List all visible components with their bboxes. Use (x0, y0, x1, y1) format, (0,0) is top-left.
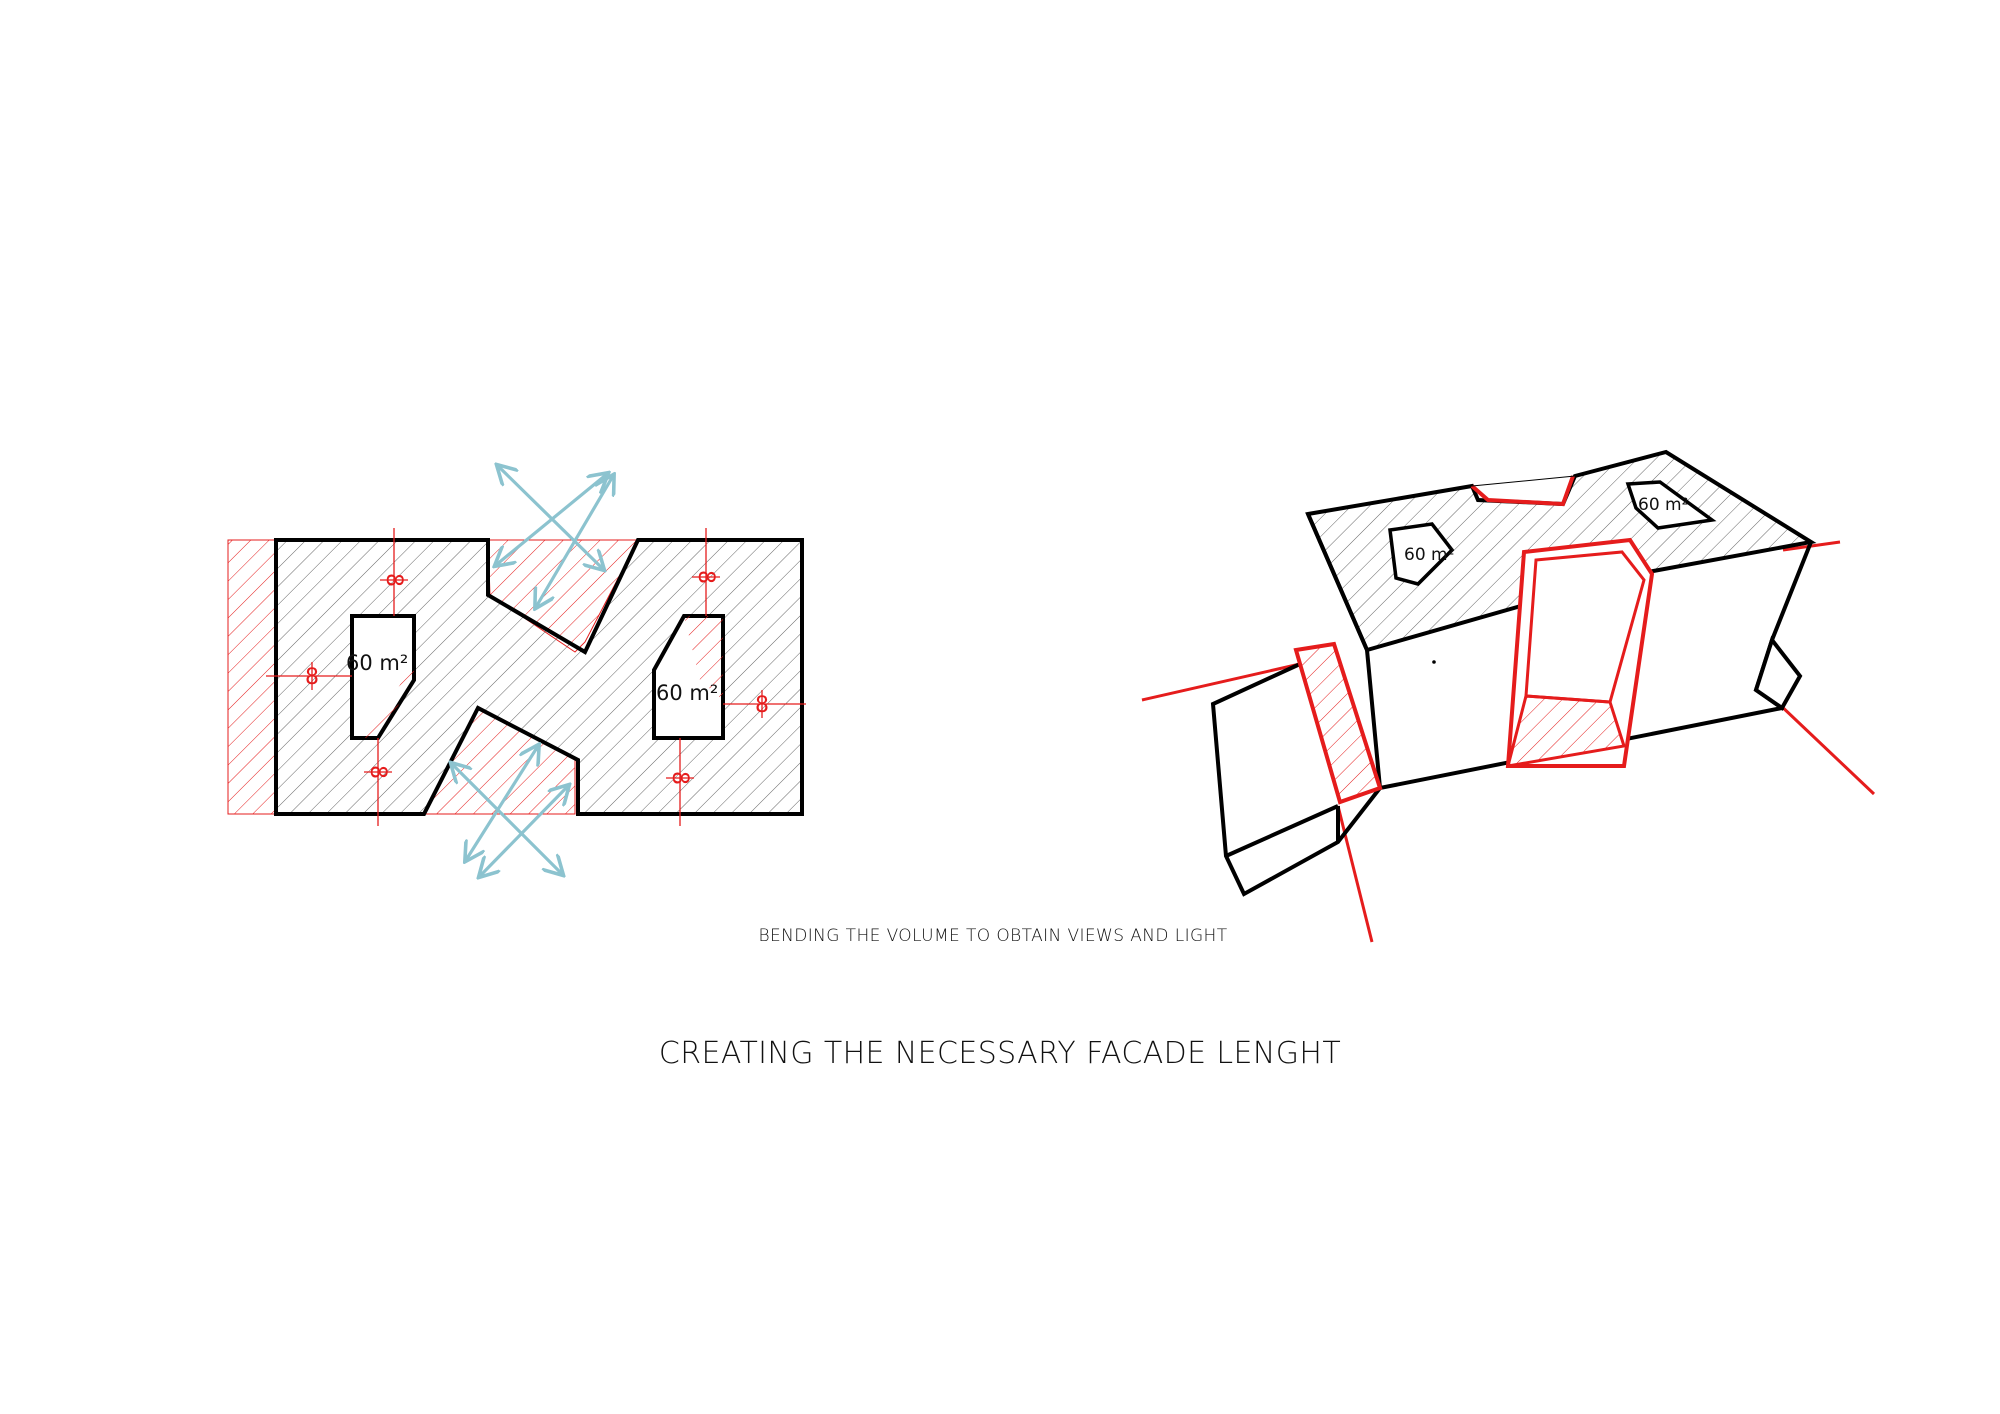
axon-left-roof-edge (1306, 513, 1369, 651)
plan-dim-right: 8 (755, 693, 769, 718)
plan-patio-right-area: 60 m² (656, 681, 718, 705)
axon-roof-guide-top (1471, 475, 1576, 487)
view-arrows-bottom (452, 746, 568, 876)
plan-volume-outline (274, 538, 804, 816)
axon-red-courtyard-floor (1505, 694, 1626, 768)
axon-low-volume-edge (1225, 804, 1339, 858)
diagram-title: CREATING THE NECESSARY FACADE LENGHT (658, 1036, 1342, 1071)
plan-patio-left-area: 60 m² (346, 651, 408, 675)
plan-dim-top-right: 8 (693, 570, 718, 584)
axon-red-site-lines (1141, 540, 1876, 943)
axon-roof-red-cut (1470, 475, 1575, 507)
axon-low-volume (1213, 664, 1338, 894)
plan-diagram: 60 m² 60 m² 8 8 8 8 8 8 (227, 466, 806, 876)
plan-dim-left: 8 (305, 665, 319, 690)
plan-dim-bottom-left: 8 (365, 765, 390, 779)
axon-center-dot (1432, 660, 1436, 664)
plan-patio-left-red (360, 660, 414, 738)
view-arrows-top (496, 466, 613, 607)
plan-dim-bottom-right: 8 (667, 771, 692, 785)
axon-side-notch (1753, 635, 1803, 711)
axon-red-facade-left (1293, 641, 1383, 805)
axon-roof-patio-right (1625, 480, 1717, 530)
plan-red-strip-left (227, 539, 277, 815)
axon-low-volume-outline (1210, 662, 1382, 897)
diagram-subtitle: BENDING THE VOLUME TO OBTAIN VIEWS AND L… (758, 926, 1228, 946)
axonometric-diagram: 60 m² 60 m² (1141, 449, 1876, 943)
plan-dimensions (266, 528, 806, 826)
plan-patio-right-red (684, 616, 723, 700)
axon-patio-right-area: 60 m² (1638, 495, 1688, 515)
axon-roof-patio-left (1388, 522, 1455, 586)
plan-dim-top-left: 8 (381, 573, 406, 587)
axon-patio-left-area: 60 m² (1404, 545, 1454, 565)
axon-red-courtyard-inner (1524, 550, 1646, 704)
